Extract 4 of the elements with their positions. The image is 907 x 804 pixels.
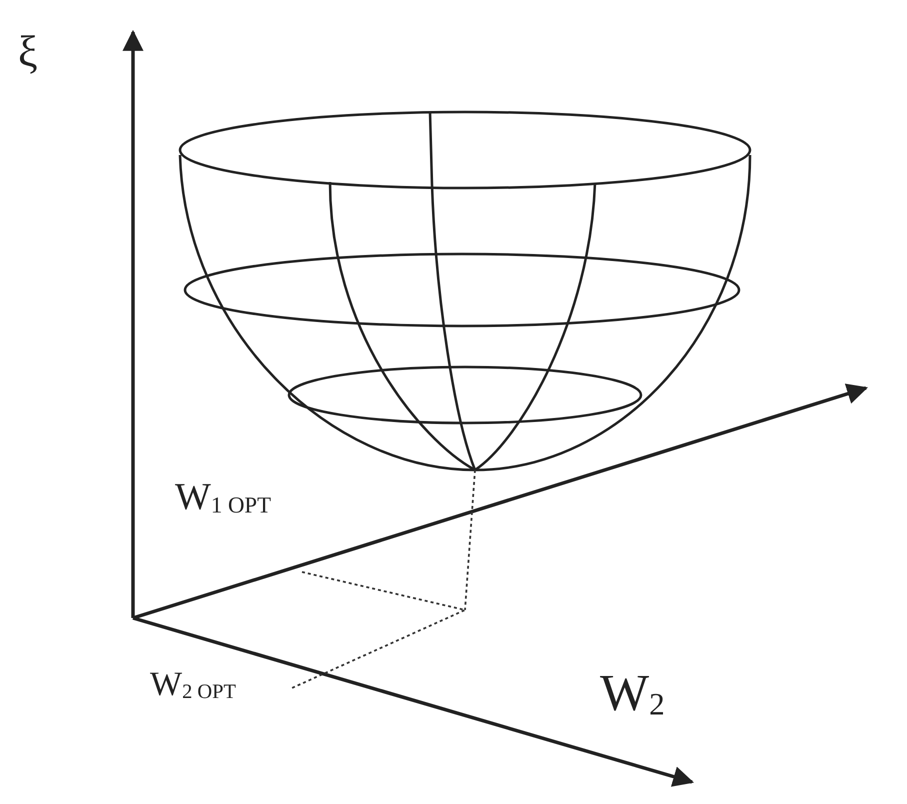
axis-label: W$_{1 OPT}$ — [175, 478, 272, 518]
axis-label: W$_{2}$ — [600, 668, 665, 720]
axis-label: W$_{2 OPT}$ — [150, 668, 236, 702]
axis-label: ξ — [18, 30, 38, 74]
